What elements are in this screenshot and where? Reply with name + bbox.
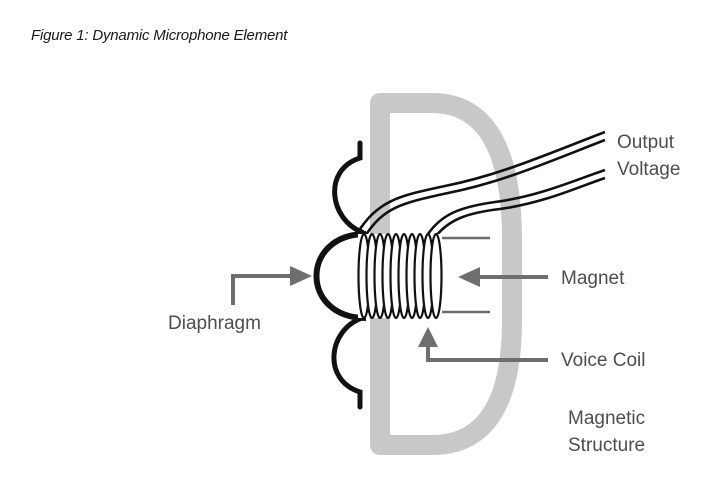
magnet-label: Magnet <box>561 268 625 289</box>
magnetic-structure-label-line2: Structure <box>568 435 645 456</box>
figure-caption: Figure 1: Dynamic Microphone Element <box>31 27 288 44</box>
voice-coil-label: Voice Coil <box>561 350 646 371</box>
magnetic-structure <box>370 93 522 455</box>
diaphragm-label: Diaphragm <box>168 313 261 334</box>
magnetic-structure-label-line1: Magnetic <box>568 408 645 429</box>
diaphragm-profile <box>331 140 365 410</box>
voice-coil <box>357 232 443 320</box>
magnet-arrow <box>458 267 548 287</box>
magnet-pole-lines <box>440 236 490 314</box>
output-voltage-label-line2: Voltage <box>617 159 680 180</box>
voice-coil-arrow <box>418 327 548 362</box>
diaphragm-arrow <box>231 266 312 305</box>
diaphragm-dome <box>313 231 367 321</box>
output-voltage-label-line1: Output <box>617 132 675 153</box>
output-wires <box>354 130 606 239</box>
